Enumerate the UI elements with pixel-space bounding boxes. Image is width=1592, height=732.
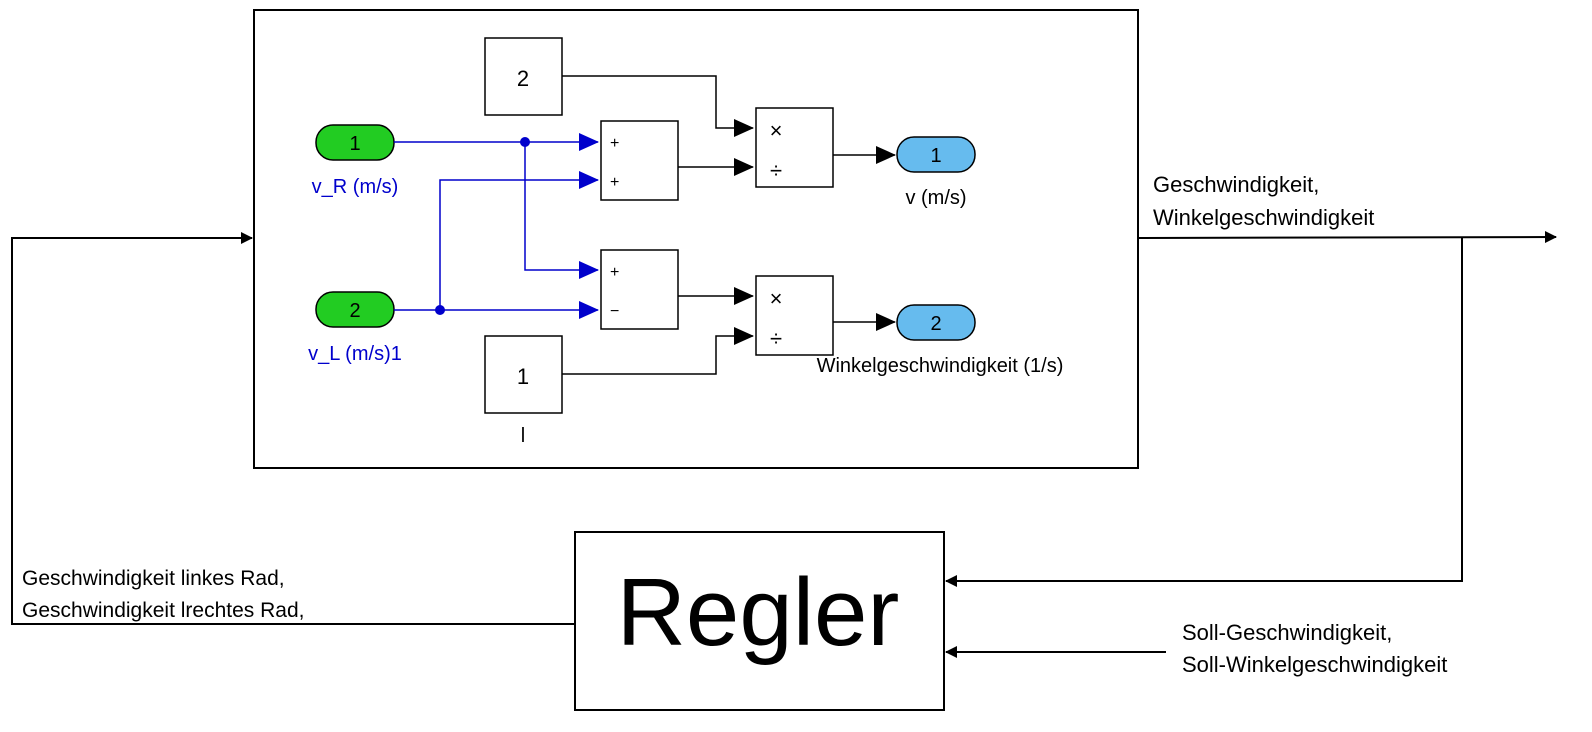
- outport-2[interactable]: 2: [896, 304, 976, 341]
- controller-label: Regler: [617, 559, 900, 666]
- feedback-signal-label-line1: Geschwindigkeit linkes Rad,: [22, 567, 285, 590]
- outer-loop-lines: [11, 231, 1557, 658]
- sum-block-lower[interactable]: + −: [600, 249, 679, 330]
- outport-label-v: v (m/s): [905, 187, 966, 209]
- inport-number: 2: [349, 300, 360, 322]
- black-signal-lines: [562, 75, 896, 375]
- multiply-icon: ×: [770, 286, 783, 311]
- divide-icon: ÷: [770, 326, 782, 351]
- multiply-icon: ×: [770, 118, 783, 143]
- sum-sign-plus: +: [610, 264, 619, 281]
- product-block-lower[interactable]: × ÷: [755, 275, 834, 356]
- reference-signal-label-line2: Soll-Winkelgeschwindigkeit: [1182, 652, 1447, 677]
- inport-number: 1: [349, 133, 360, 155]
- constant-value: 2: [517, 66, 529, 91]
- divide-icon: ÷: [770, 158, 782, 183]
- branch-point: [435, 305, 445, 315]
- inport-label-v-l: v_L (m/s)1: [308, 343, 402, 365]
- blue-signal-lines: [394, 133, 599, 319]
- outport-label-winkelgeschwindigkeit: Winkelgeschwindigkeit (1/s): [817, 355, 1064, 377]
- sum-sign-plus: +: [610, 174, 619, 191]
- constant-block-1[interactable]: 1: [484, 335, 563, 414]
- constant-block-2[interactable]: 2: [484, 37, 563, 116]
- output-signal-label-line2: Winkelgeschwindigkeit: [1153, 205, 1374, 230]
- inport-1[interactable]: 1: [315, 124, 395, 161]
- sum-block-upper[interactable]: + +: [600, 120, 679, 201]
- branch-point: [520, 137, 530, 147]
- inport-label-v-r: v_R (m/s): [312, 176, 399, 198]
- reference-signal-label-line1: Soll-Geschwindigkeit,: [1182, 620, 1392, 645]
- sum-sign-plus: +: [610, 135, 619, 152]
- output-signal-label-line1: Geschwindigkeit,: [1153, 172, 1319, 197]
- constant-value: 1: [517, 364, 529, 389]
- constant-label-l: l: [521, 425, 525, 447]
- feedback-signal-label-line2: Geschwindigkeit lrechtes Rad,: [22, 599, 304, 622]
- outport-1[interactable]: 1: [896, 136, 976, 173]
- inport-2[interactable]: 2: [315, 291, 395, 328]
- product-block-upper[interactable]: × ÷: [755, 107, 834, 188]
- outport-number: 1: [930, 145, 941, 167]
- controller-block[interactable]: Regler: [574, 531, 945, 711]
- outport-number: 2: [930, 313, 941, 335]
- subsystem-frame: [253, 9, 1139, 469]
- sum-sign-minus: −: [610, 303, 619, 320]
